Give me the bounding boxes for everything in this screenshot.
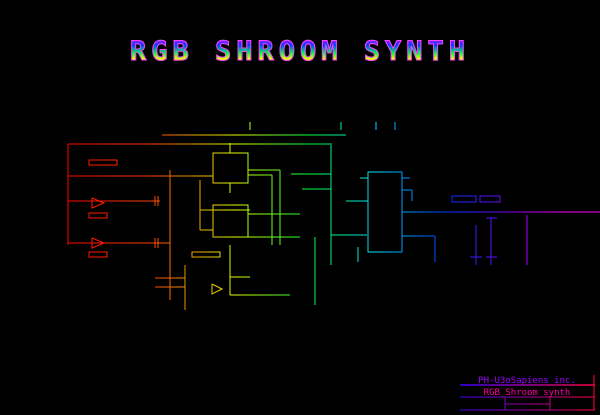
- ic-u1: [212, 152, 249, 184]
- company-name: PH-U3oSapiens inc.: [478, 376, 576, 386]
- schematic-title: RGB SHROOM SYNTH: [0, 36, 600, 68]
- ic-u3: [367, 171, 403, 253]
- label-box-2: [479, 195, 501, 203]
- label-box-1: [451, 195, 477, 203]
- title-block: [460, 375, 595, 411]
- project-name: RGB Shroom synth: [484, 388, 571, 398]
- input-stage: [67, 143, 330, 300]
